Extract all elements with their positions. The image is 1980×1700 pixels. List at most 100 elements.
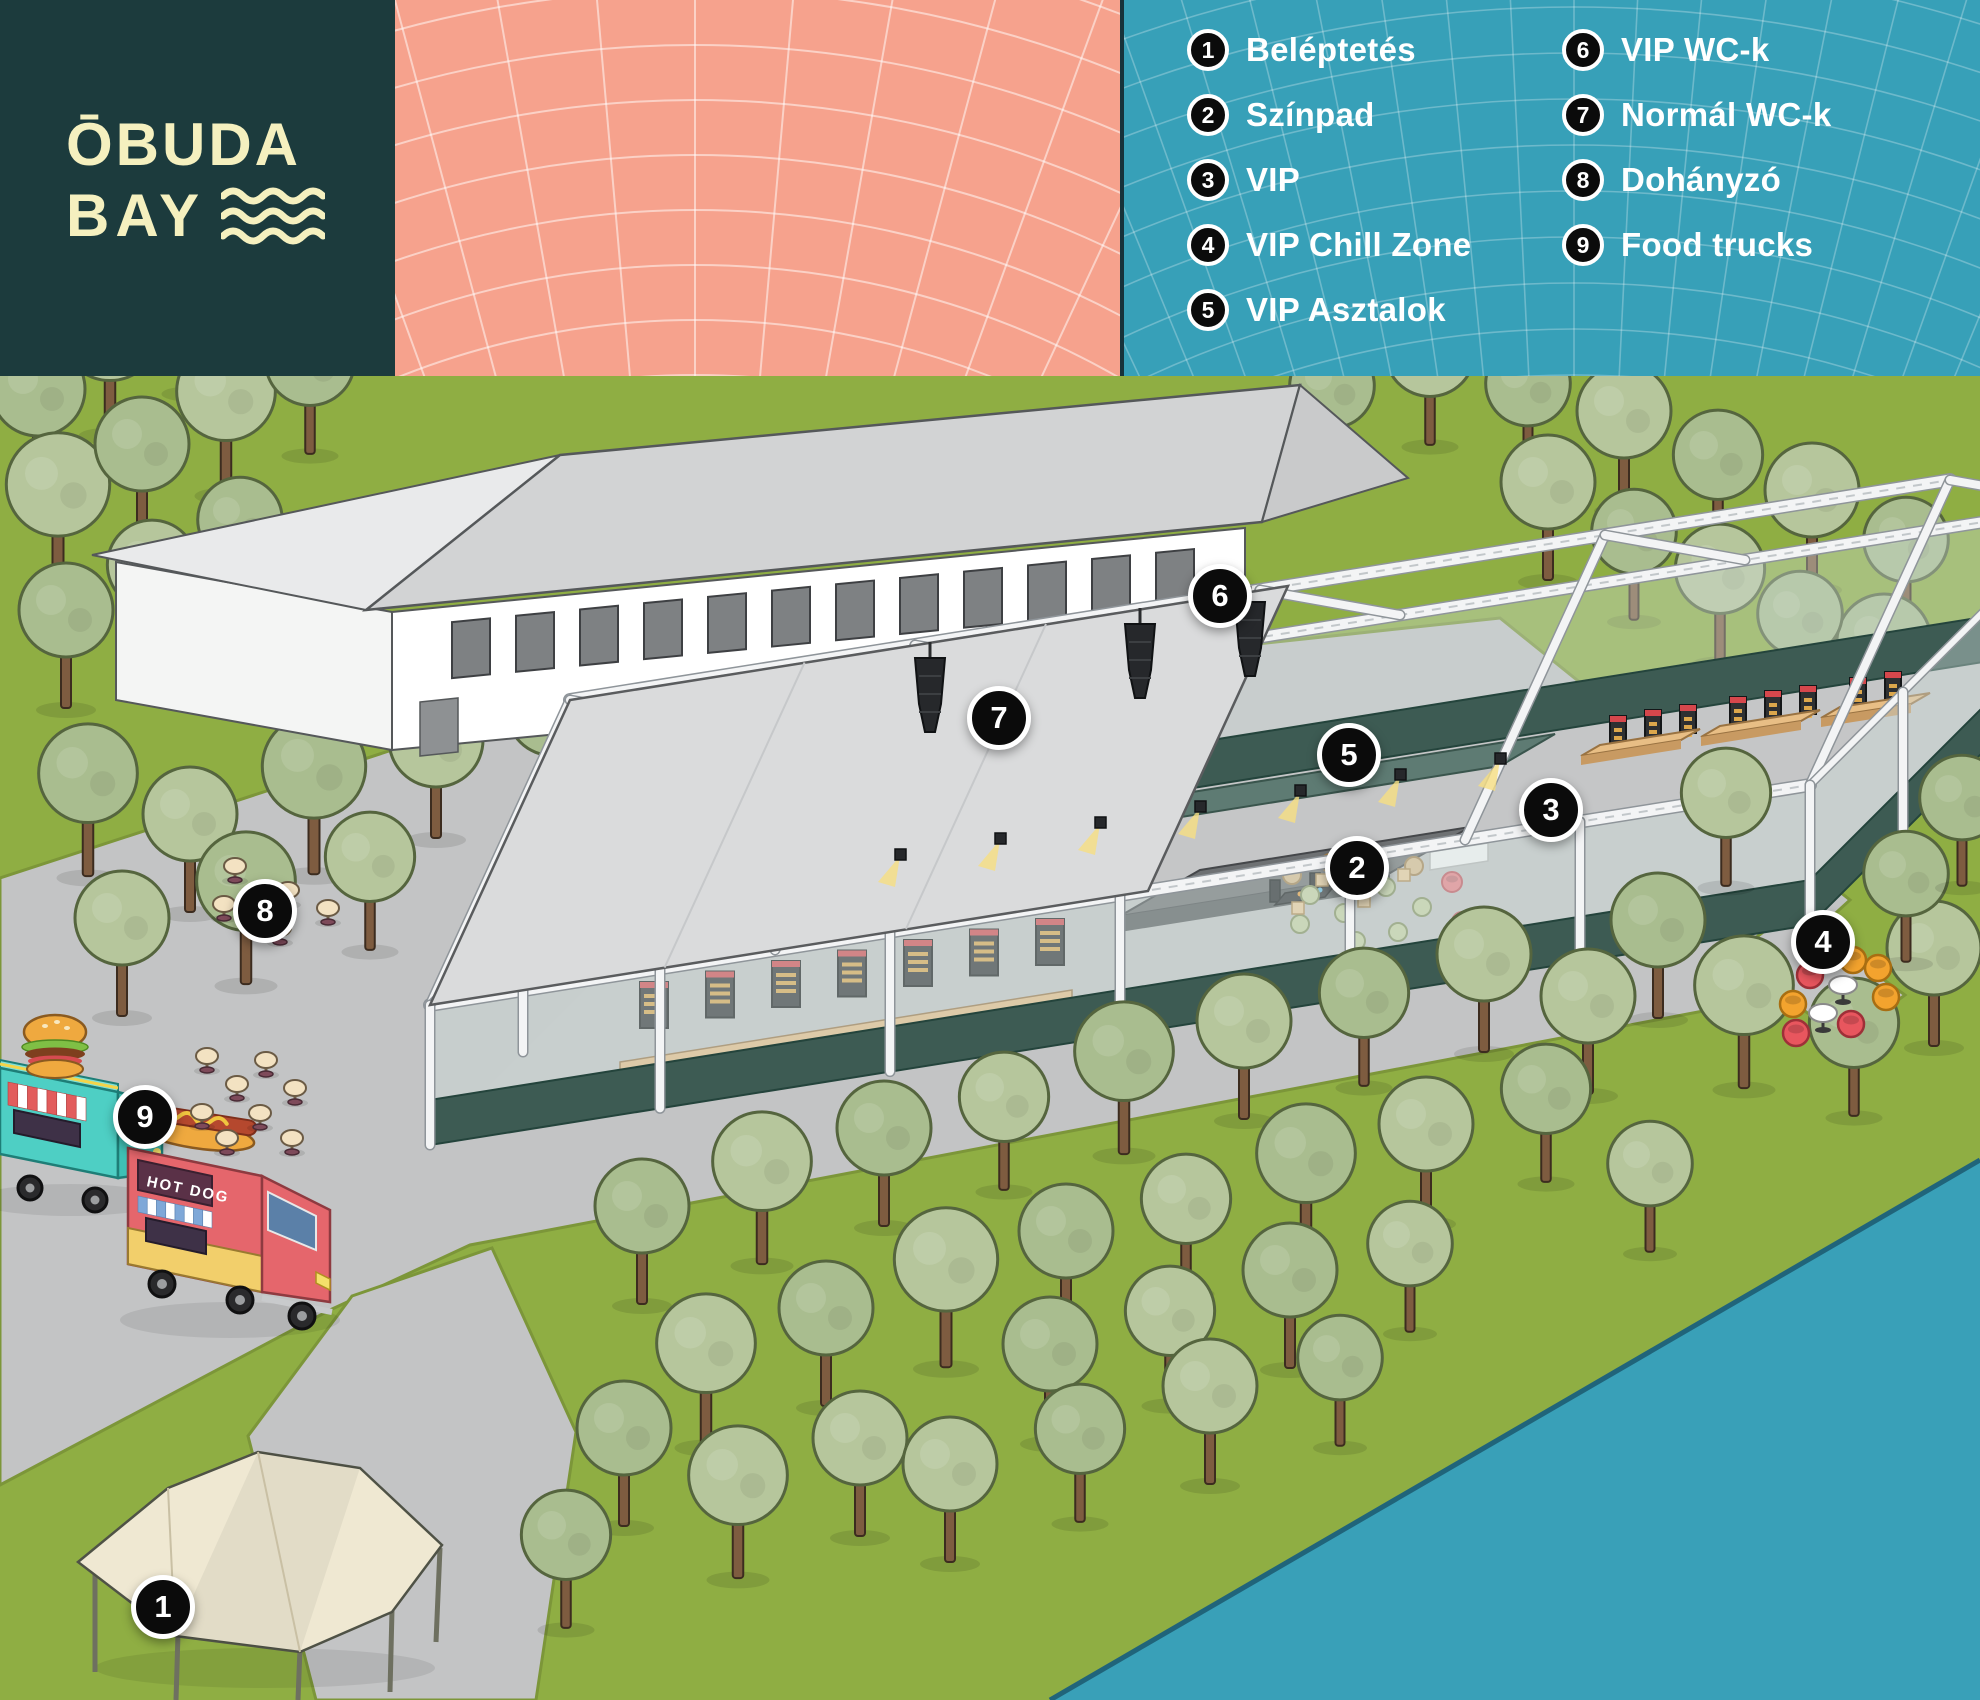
tree: [687, 1424, 789, 1589]
tree: [1918, 753, 1980, 896]
tree: [892, 1206, 1000, 1378]
standing-table: [279, 1129, 305, 1157]
tree: [1606, 1119, 1694, 1262]
tree: [17, 561, 115, 718]
web-pattern: [395, 0, 1120, 376]
standing-table: [247, 1104, 273, 1132]
window: [835, 579, 875, 642]
standing-table: [253, 1051, 279, 1079]
speaker-stack: [1233, 586, 1267, 677]
legend-column-1: 1 Beléptetés 2 Színpad 3 VIP 4 VIP Chill…: [1187, 29, 1471, 354]
tree: [593, 1157, 691, 1314]
bean-bag-chair: [1781, 1018, 1811, 1048]
standing-table: [194, 1047, 220, 1075]
window: [515, 610, 555, 673]
map-marker-3: 3: [1519, 778, 1583, 842]
standing-table: [222, 857, 248, 885]
spotlight: [878, 848, 907, 887]
standing-table: [189, 1103, 215, 1131]
map-marker-5: 5: [1317, 723, 1381, 787]
spotlight: [1478, 752, 1507, 791]
legend-item-label: VIP WC-k: [1621, 31, 1770, 68]
tree: [901, 1415, 999, 1572]
window: [451, 617, 491, 680]
tree: [1693, 934, 1795, 1099]
chill-zone-furniture: [1778, 945, 1901, 1048]
legend-item: 1 Beléptetés: [1187, 29, 1471, 71]
truss-beam: [1599, 529, 1751, 566]
legend-item-number: 5: [1187, 289, 1229, 331]
tree: [73, 869, 171, 1026]
roof-hip-right: [1260, 383, 1411, 524]
legend-item: 6 VIP WC-k: [1562, 29, 1832, 71]
spotlight: [1378, 768, 1407, 807]
tree: [1679, 746, 1773, 896]
tree: [1195, 972, 1293, 1129]
standing-table: [315, 899, 341, 927]
building-windows: [451, 547, 1195, 680]
tree: [1539, 947, 1637, 1104]
tree: [711, 1110, 813, 1275]
legend-item-label: VIP Chill Zone: [1246, 226, 1472, 263]
window: [963, 566, 1003, 629]
tree: [1317, 946, 1411, 1096]
vending-machine: [1679, 704, 1697, 737]
window: [771, 585, 811, 648]
truss-beam: [1805, 608, 1980, 790]
legend-item-label: Food trucks: [1621, 226, 1814, 263]
legend-item-number: 2: [1187, 94, 1229, 136]
legend-item-number: 9: [1562, 224, 1604, 266]
tree: [1366, 1199, 1454, 1342]
legend-item-label: Színpad: [1246, 96, 1375, 133]
map-marker-9: 9: [113, 1085, 177, 1149]
tree: [1033, 1382, 1127, 1532]
striped-awning: [7, 1081, 87, 1122]
bean-bag-chair: [1871, 982, 1901, 1012]
legend-item-label: Normál WC-k: [1621, 96, 1832, 133]
burger-icon: [21, 1013, 89, 1079]
legend-item-number: 4: [1187, 224, 1229, 266]
standing-table: [214, 1129, 240, 1157]
legend-item-label: VIP: [1246, 161, 1301, 198]
tree: [1499, 1042, 1593, 1192]
legend-item-number: 8: [1562, 159, 1604, 201]
legend-panel: 1 Beléptetés 2 Színpad 3 VIP 4 VIP Chill…: [1120, 0, 1980, 376]
legend-item: 4 VIP Chill Zone: [1187, 224, 1471, 266]
tree: [1241, 1221, 1339, 1378]
window: [707, 592, 747, 654]
legend-column-2: 6 VIP WC-k 7 Normál WC-k 8 Dohányzó 9 Fo…: [1562, 29, 1832, 289]
spotlight: [1078, 816, 1107, 855]
spotlight: [1178, 800, 1207, 839]
map-marker-1: 1: [131, 1575, 195, 1639]
spotlight: [1278, 784, 1307, 823]
salmon-panel: [395, 0, 1120, 376]
vending-machine: [771, 960, 801, 1008]
tent-roof: [427, 584, 1291, 1007]
legend-item: 7 Normál WC-k: [1562, 94, 1832, 136]
trees-front: [519, 746, 1980, 1638]
map-marker-7: 7: [967, 686, 1031, 750]
legend-item: 8 Dohányzó: [1562, 159, 1832, 201]
legend-item: 3 VIP: [1187, 159, 1471, 201]
map-marker-2: 2: [1325, 836, 1389, 900]
tree: [1296, 1313, 1384, 1456]
legend-item-label: VIP Asztalok: [1246, 291, 1446, 328]
waves-icon: [221, 187, 326, 245]
tree: [141, 765, 239, 922]
chill-table: [1808, 1003, 1838, 1033]
legend-item-label: Beléptetés: [1246, 31, 1416, 68]
vending-machine: [903, 939, 933, 987]
bean-bag-chair: [1863, 953, 1893, 983]
legend-item: 5 VIP Asztalok: [1187, 289, 1471, 331]
brand-panel: ŌBUDA BAY: [0, 0, 395, 376]
map-marker-6: 6: [1188, 564, 1252, 628]
bean-bag-chair: [1836, 1009, 1866, 1039]
legend-item: 9 Food trucks: [1562, 224, 1832, 266]
standing-table: [282, 1079, 308, 1107]
tree: [1073, 1000, 1175, 1165]
tree: [811, 1389, 909, 1546]
speaker-stack: [913, 642, 947, 733]
legend-item-number: 7: [1562, 94, 1604, 136]
speaker-stack: [1123, 608, 1157, 699]
burger-food-truck: [0, 1013, 165, 1216]
